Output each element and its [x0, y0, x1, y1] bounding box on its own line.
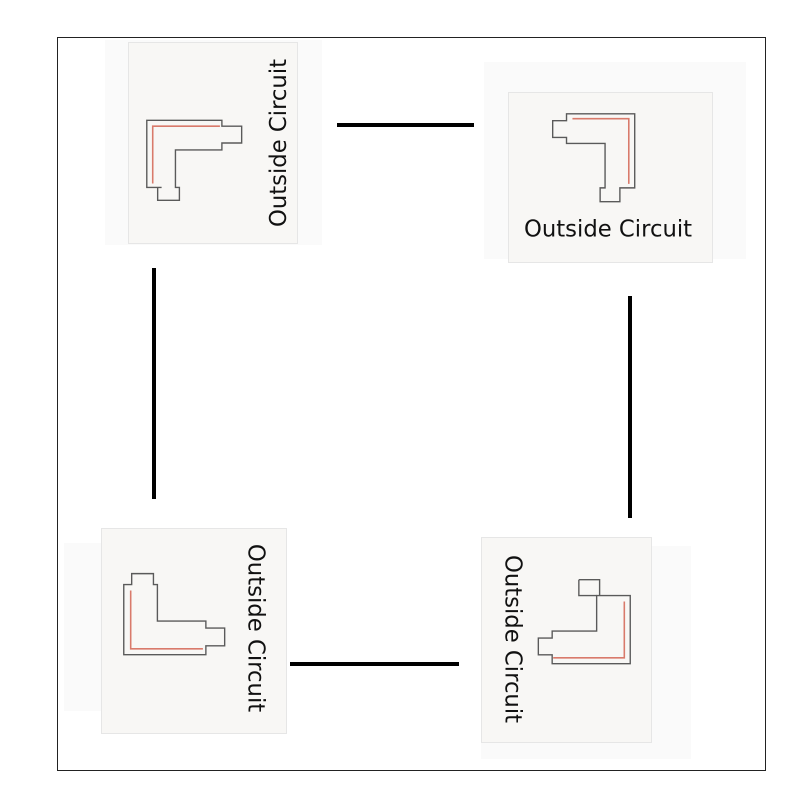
connector-line-bottom [290, 662, 459, 666]
tile-top-left-label: Outside Circuit [266, 59, 292, 227]
diagram-frame [57, 37, 766, 771]
tile-top-right-label: Outside Circuit [524, 216, 692, 242]
connector-line-top [337, 123, 474, 127]
tile-top-left: Outside Circuit [128, 42, 298, 244]
tile-bottom-left-label: Outside Circuit [242, 544, 268, 712]
connector-line-left [152, 268, 156, 499]
tile-bottom-right-graphic: Outside Circuit [500, 555, 631, 723]
tile-bottom-left: Outside Circuit [101, 528, 287, 734]
l-connector-icon [123, 572, 226, 656]
l-connector-icon [146, 119, 243, 202]
tile-bottom-right-label: Outside Circuit [500, 555, 526, 723]
tile-top-right: Outside Circuit [508, 92, 713, 263]
tile-bottom-left-graphic: Outside Circuit [123, 544, 268, 712]
tile-top-left-graphic: Outside Circuit [146, 59, 292, 227]
l-connector-icon [537, 579, 631, 665]
l-connector-icon [551, 113, 636, 203]
tile-top-right-graphic: Outside Circuit [524, 113, 692, 242]
tile-bottom-right: Outside Circuit [481, 537, 652, 743]
connector-line-right [628, 296, 632, 518]
